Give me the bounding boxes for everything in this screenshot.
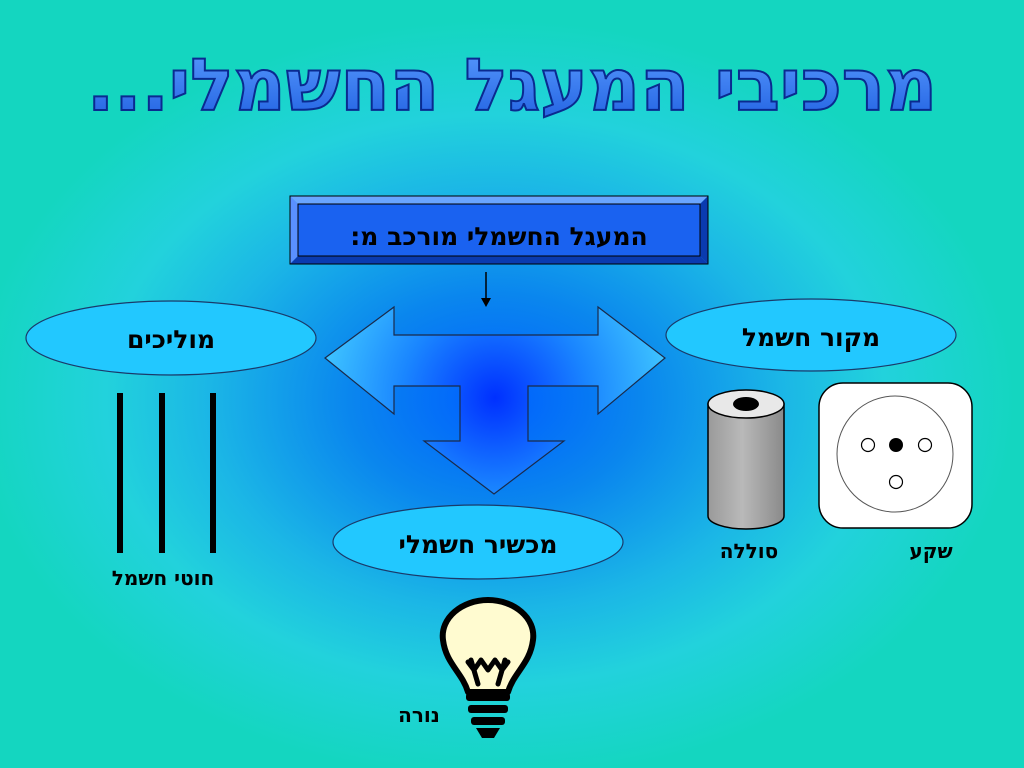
- conductors-ellipse: מוליכים: [25, 300, 317, 376]
- socket-label: שקע: [909, 539, 952, 563]
- header-box-label: המעגל החשמלי מורכב מ:: [350, 222, 647, 251]
- electrical-device-label: מכשיר חשמלי: [398, 530, 557, 559]
- battery-icon: [707, 389, 785, 530]
- battery-label: סוללה: [720, 539, 778, 563]
- power-source-ellipse: מקור חשמל: [665, 298, 957, 372]
- conductors-label: מוליכים: [127, 325, 215, 354]
- light-bulb-icon: [439, 597, 537, 738]
- electrical-device-ellipse: מכשיר חשמלי: [332, 504, 624, 580]
- wires-icon: [117, 393, 216, 553]
- wires-label: חוטי חשמל: [112, 566, 215, 590]
- header-box: המעגל החשמלי מורכב מ:: [289, 195, 709, 265]
- page-title: מרכיבי המעגל החשמלי...: [87, 43, 937, 127]
- socket-icon: [818, 382, 973, 529]
- three-way-arrow: [324, 305, 666, 495]
- pointer-arrow: [481, 272, 491, 307]
- power-source-label: מקור חשמל: [742, 323, 880, 352]
- bulb-label: נורה: [398, 703, 440, 727]
